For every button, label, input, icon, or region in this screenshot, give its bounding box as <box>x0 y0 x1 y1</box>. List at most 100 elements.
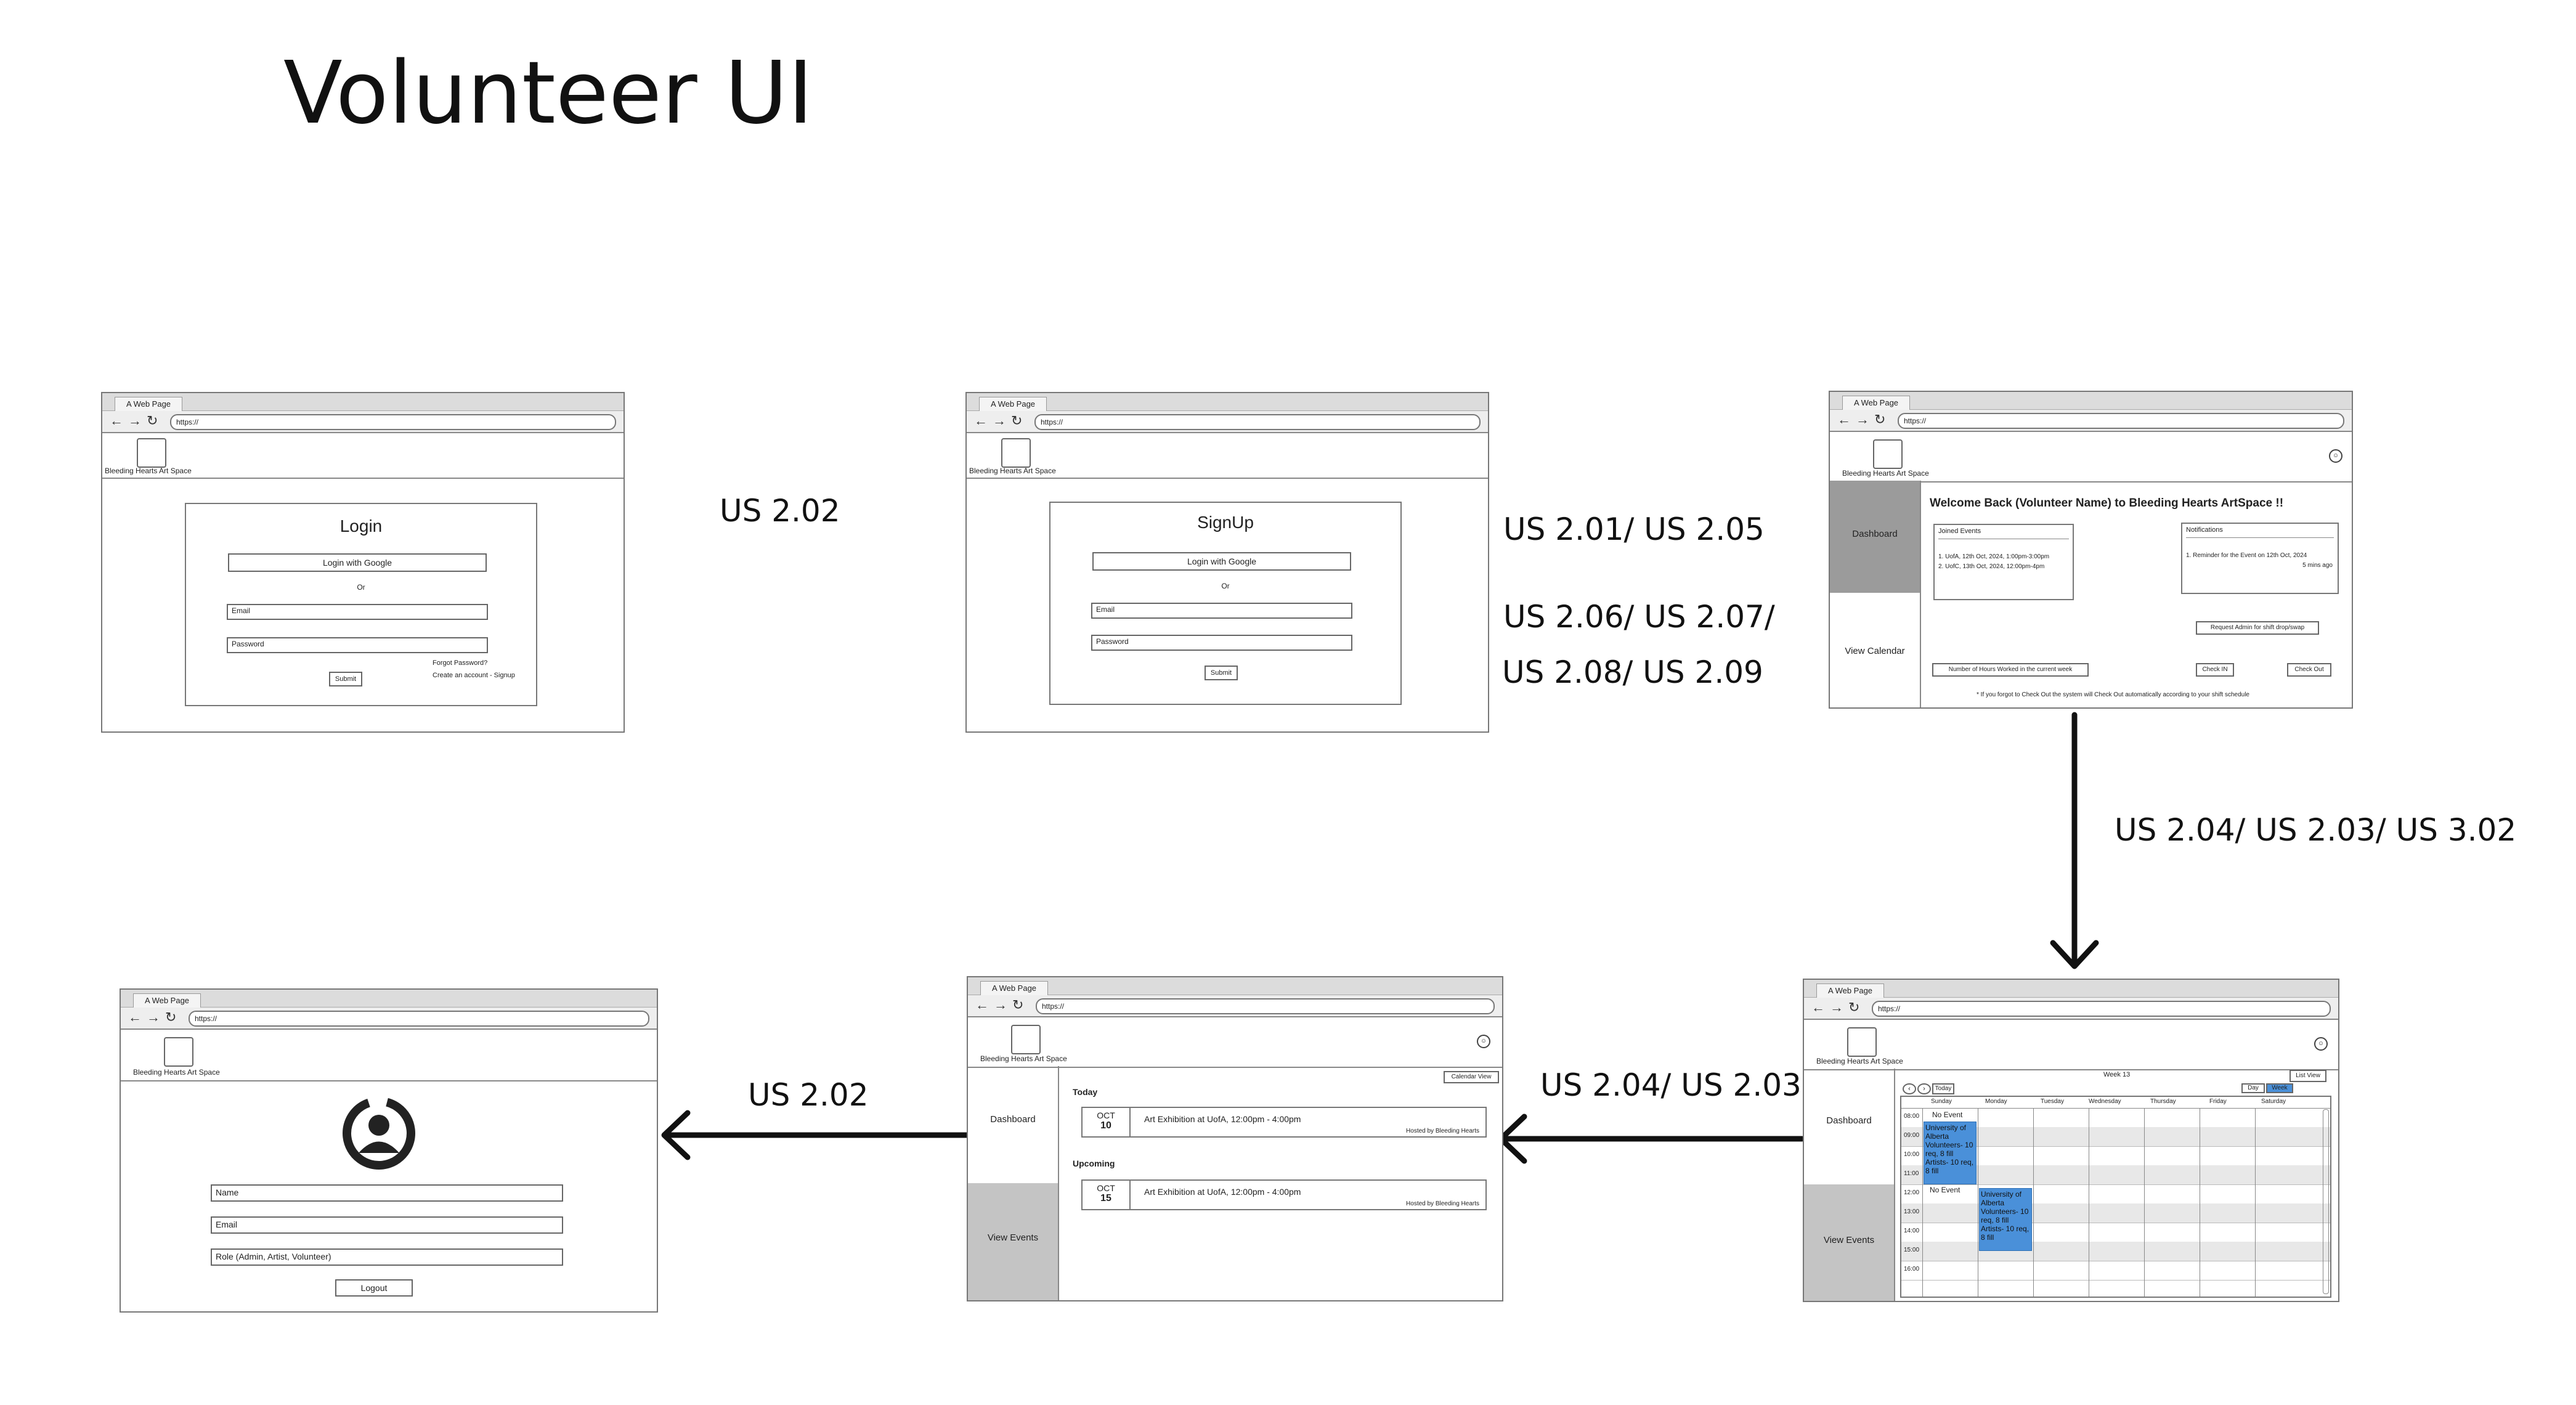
time-label: 08:00 <box>1904 1113 1920 1120</box>
user-circle-icon[interactable]: ☺ <box>1477 1035 1490 1048</box>
browser-tab[interactable]: A Web Page <box>1816 984 1885 998</box>
today-button[interactable]: Today <box>1932 1083 1954 1094</box>
browser-tab[interactable]: A Web Page <box>115 397 183 411</box>
email-field[interactable]: Email <box>227 604 488 620</box>
nav-icons: ←→↻ <box>974 413 1027 428</box>
arrow-right-icon[interactable]: → <box>993 413 1011 428</box>
url-bar[interactable]: https:// <box>1034 414 1481 430</box>
password-field[interactable]: Password <box>227 637 488 653</box>
reload-icon[interactable]: ↻ <box>1011 413 1028 428</box>
sidebar-item-dashboard[interactable]: Dashboard <box>968 1066 1059 1183</box>
time-row: 13:00 <box>1901 1203 2330 1223</box>
joined-event-1[interactable]: 1. UofA, 12th Oct, 2024, 1:00pm-3:00pm <box>1938 553 2050 560</box>
calendar-scrollbar[interactable] <box>2323 1109 2329 1294</box>
joined-events-panel: Joined Events 1. UofA, 12th Oct, 2024, 1… <box>1933 524 2074 600</box>
nav-icons: ←→↻ <box>1837 412 1890 427</box>
forgot-password-link[interactable]: Forgot Password? <box>433 659 488 667</box>
calendar-event[interactable]: University of Alberta Volunteers- 10 req… <box>1979 1188 2032 1251</box>
email-field[interactable]: Email <box>211 1216 563 1234</box>
event-day: 15 <box>1100 1193 1111 1203</box>
arrow-right-icon[interactable]: → <box>128 413 147 428</box>
event-day: 10 <box>1100 1120 1111 1131</box>
reload-icon[interactable]: ↻ <box>1012 997 1029 1012</box>
url-bar[interactable]: https:// <box>1036 998 1495 1014</box>
login-google-button[interactable]: Login with Google <box>228 553 487 572</box>
hours-worked-button[interactable]: Number of Hours Worked in the current we… <box>1932 663 2089 677</box>
reload-icon[interactable]: ↻ <box>147 413 163 428</box>
arrow-right-icon[interactable]: → <box>1830 1000 1848 1015</box>
arrow-left-icon[interactable]: ← <box>975 997 994 1012</box>
arrow-right-icon[interactable]: → <box>147 1009 165 1025</box>
url-bar[interactable]: https:// <box>1872 1001 2331 1017</box>
check-out-button[interactable]: Check Out <box>2287 663 2331 677</box>
day-header: Thursday <box>2150 1098 2176 1105</box>
sidebar-item-dashboard[interactable]: Dashboard <box>1830 481 1921 593</box>
calendar-view-button[interactable]: Calendar View <box>1444 1071 1499 1083</box>
sidebar-item-view-calendar[interactable]: View Calendar <box>1830 593 1921 707</box>
day-header: Wednesday <box>2089 1098 2121 1105</box>
event-date: OCT 10 <box>1083 1108 1131 1136</box>
sidebar-item-view-events[interactable]: View Events <box>1804 1184 1895 1301</box>
signup-link[interactable]: Create an account - Signup <box>433 672 515 679</box>
user-circle-icon[interactable]: ☺ <box>2329 449 2342 463</box>
event-card[interactable]: OCT 10 Art Exhibition at UofA, 12:00pm -… <box>1081 1107 1487 1138</box>
browser-tab[interactable]: A Web Page <box>980 981 1049 995</box>
list-view-button[interactable]: List View <box>2290 1070 2326 1082</box>
arrow-left-icon[interactable]: ← <box>1837 412 1856 427</box>
reload-icon[interactable]: ↻ <box>1848 1000 1865 1015</box>
signup-heading: SignUp <box>1197 513 1254 532</box>
events-window: A Web Page ←→↻ https:// Bleeding Hearts … <box>967 976 1503 1301</box>
arrow-left-icon[interactable]: ← <box>128 1009 147 1025</box>
today-heading: Today <box>1073 1087 1098 1097</box>
reload-icon[interactable]: ↻ <box>1874 412 1891 427</box>
event-date: OCT 15 <box>1083 1181 1131 1209</box>
page-title: Volunteer UI <box>283 43 813 144</box>
arrow-left-icon[interactable]: ← <box>110 413 128 428</box>
reload-icon[interactable]: ↻ <box>165 1009 182 1025</box>
user-circle-icon[interactable]: ☺ <box>2314 1037 2328 1051</box>
sidebar-item-view-events[interactable]: View Events <box>968 1183 1059 1300</box>
arrow-right-icon[interactable]: → <box>1856 412 1874 427</box>
browser-tab[interactable]: A Web Page <box>133 993 201 1008</box>
browser-tab[interactable]: A Web Page <box>979 397 1047 411</box>
submit-button[interactable]: Submit <box>329 672 362 686</box>
arrow-left-icon[interactable]: ← <box>1811 1000 1830 1015</box>
signup-google-button[interactable]: Login with Google <box>1092 552 1351 571</box>
url-bar[interactable]: https:// <box>170 414 616 430</box>
browser-tab[interactable]: A Web Page <box>1842 396 1911 410</box>
arrow-left-icon[interactable]: ← <box>974 413 993 428</box>
profile-window: A Web Page ←→↻ https:// Bleeding Hearts … <box>120 988 658 1313</box>
joined-event-2[interactable]: 2. UofC, 13th Oct, 2024, 12:00pm-4pm <box>1938 563 2045 570</box>
week-view-button[interactable]: Week <box>2266 1083 2293 1093</box>
brand-name: Bleeding Hearts Art Space <box>1816 1057 1903 1065</box>
label-us-events-to-profile: US 2.02 <box>748 1077 869 1113</box>
name-field[interactable]: Name <box>211 1184 563 1202</box>
check-in-button[interactable]: Check IN <box>2196 663 2234 677</box>
next-week-icon[interactable]: › <box>1917 1083 1931 1094</box>
notification-time: 5 mins ago <box>2302 562 2333 569</box>
brand-name: Bleeding Hearts Art Space <box>969 466 1056 475</box>
submit-button[interactable]: Submit <box>1205 666 1238 680</box>
day-view-button[interactable]: Day <box>2241 1083 2265 1093</box>
prev-week-icon[interactable]: ‹ <box>1903 1083 1916 1094</box>
label-us-signup-1: US 2.01/ US 2.05 <box>1503 511 1765 547</box>
signup-window: A Web Page ←→↻ https:// Bleeding Hearts … <box>965 392 1489 733</box>
email-field[interactable]: Email <box>1091 603 1352 619</box>
request-shift-swap-button[interactable]: Request Admin for shift drop/swap <box>2196 621 2319 635</box>
logout-button[interactable]: Logout <box>335 1279 413 1297</box>
day-header: Saturday <box>2261 1098 2286 1105</box>
time-row: 14:00 <box>1901 1223 2330 1242</box>
sidebar-item-dashboard[interactable]: Dashboard <box>1804 1069 1895 1184</box>
url-bar[interactable]: https:// <box>189 1011 649 1027</box>
nav-icons: ←→↻ <box>110 413 163 428</box>
password-field[interactable]: Password <box>1091 635 1352 651</box>
url-bar[interactable]: https:// <box>1898 413 2344 429</box>
no-event-label: No Event <box>1930 1186 1960 1194</box>
logo <box>164 1037 193 1067</box>
role-field[interactable]: Role (Admin, Artist, Volunteer) <box>211 1248 563 1266</box>
arrow-right-icon[interactable]: → <box>994 997 1012 1012</box>
event-card[interactable]: OCT 15 Art Exhibition at UofA, 12:00pm -… <box>1081 1179 1487 1210</box>
notification-item[interactable]: 1. Reminder for the Event on 12th Oct, 2… <box>2186 552 2307 559</box>
calendar-event[interactable]: University of Alberta Volunteers- 10 req… <box>1924 1122 1977 1184</box>
week-label: Week 13 <box>2103 1071 2131 1078</box>
